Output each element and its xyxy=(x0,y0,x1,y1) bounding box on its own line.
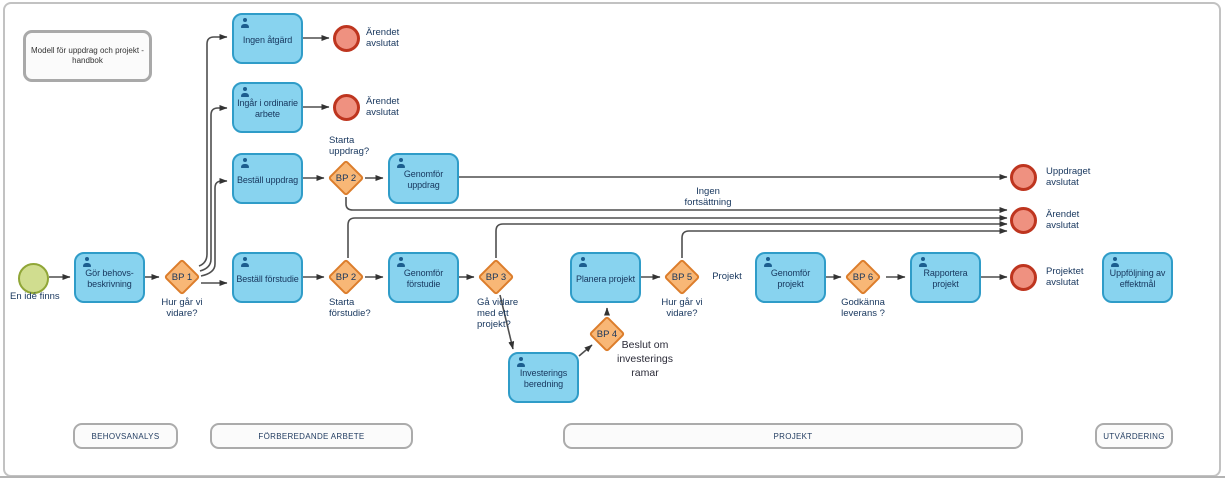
gateway-bp2-uppdrag-question: Starta uppdrag? xyxy=(329,135,370,157)
flow-bp3-to-investering xyxy=(499,294,515,350)
end-event-label: Ärendet avslutat xyxy=(366,96,400,118)
gateway-bp5-question: Hur går vi vidare? xyxy=(661,297,703,319)
person-icon xyxy=(516,357,526,367)
task-genomfor-projekt[interactable]: Genomför projekt xyxy=(755,252,826,303)
task-genomfor-forstudie[interactable]: Genomför förstudie xyxy=(388,252,459,303)
gateway-label: BP 5 xyxy=(671,271,693,283)
task-label: Planera projekt xyxy=(575,273,636,284)
person-icon xyxy=(240,257,250,267)
task-gor-behovsbeskrivning[interactable]: Gör behovs- beskrivning xyxy=(74,252,145,303)
task-genomfor-uppdrag[interactable]: Genomför uppdrag xyxy=(388,153,459,204)
end-event-uppdraget-avslutat[interactable] xyxy=(1009,163,1037,191)
gateway-bp4[interactable]: BP 4 xyxy=(588,315,626,353)
task-label: Genomför projekt xyxy=(770,268,811,289)
person-icon xyxy=(396,158,406,168)
lane-projekt[interactable]: PROJEKT xyxy=(563,423,1023,449)
gateway-label: BP 2 xyxy=(335,271,357,283)
gateway-bp1-question: Hur går vi vidare? xyxy=(161,297,203,319)
end-event-arendet-avslutat-1[interactable] xyxy=(332,24,360,52)
annotation-text: Modell för uppdrag och projekt - handbok xyxy=(31,46,144,65)
gateway-label: BP 4 xyxy=(596,328,618,340)
flow-bp1-to-bestall-uppdrag xyxy=(200,178,228,277)
start-event[interactable] xyxy=(17,262,49,294)
person-icon xyxy=(240,87,250,97)
task-label: Ingår i ordinarie arbete xyxy=(237,98,298,119)
flow-bp5-to-arendet-avslutat xyxy=(681,228,1008,258)
task-bestall-uppdrag[interactable]: Beställ uppdrag xyxy=(232,153,303,204)
person-icon xyxy=(1110,257,1120,267)
task-uppfoljning-effektmal[interactable]: Uppföljning av effektmål xyxy=(1102,252,1173,303)
flow-bp3-to-arendet-avslutat xyxy=(495,221,1008,258)
gateway-bp6[interactable]: BP 6 xyxy=(844,258,882,296)
flow-investering-to-bp4 xyxy=(578,344,593,357)
gateway-label: BP 3 xyxy=(485,271,507,283)
gateway-bp3[interactable]: BP 3 xyxy=(477,258,515,296)
person-icon xyxy=(763,257,773,267)
lane-label: BEHOVSANALYS xyxy=(91,431,160,441)
gateway-label: BP 2 xyxy=(335,172,357,184)
flow-bp2u-to-arendet-avslutat xyxy=(345,197,1008,213)
end-event-label: Uppdraget avslutat xyxy=(1046,166,1091,188)
gateway-label: BP 6 xyxy=(852,271,874,283)
task-ingar-i-ordinarie-arbete[interactable]: Ingår i ordinarie arbete xyxy=(232,82,303,133)
diagram-panel xyxy=(3,2,1221,477)
task-label: Rapportera projekt xyxy=(923,268,968,289)
flow-label-ingen-fortsattning: Ingen fortsättning xyxy=(684,186,732,208)
task-investeringsberedning[interactable]: Investerings beredning xyxy=(508,352,579,403)
task-label: Beställ förstudie xyxy=(236,273,299,284)
person-icon xyxy=(396,257,406,267)
start-event-label: En idé finns xyxy=(10,291,60,302)
lane-behovsanalys[interactable]: BEHOVSANALYS xyxy=(73,423,178,449)
gateway-label: BP 1 xyxy=(171,271,193,283)
task-bestall-forstudie[interactable]: Beställ förstudie xyxy=(232,252,303,303)
task-label: Genomför förstudie xyxy=(403,268,444,289)
lane-utvardering[interactable]: UTVÄRDERING xyxy=(1095,423,1173,449)
gateway-bp3-question: Gå vidare med ett projekt? xyxy=(477,297,519,330)
end-event-arendet-avslutat-2[interactable] xyxy=(332,93,360,121)
flow-bp1-to-ordinarie xyxy=(199,105,228,272)
end-event-projektet-avslutat[interactable] xyxy=(1009,263,1037,291)
lane-forberedande-arbete[interactable]: FÖRBEREDANDE ARBETE xyxy=(210,423,413,449)
task-label: Investerings beredning xyxy=(519,368,568,389)
lane-label: PROJEKT xyxy=(773,431,813,441)
person-icon xyxy=(918,257,928,267)
gateway-bp6-question: Godkänna leverans ? xyxy=(841,297,885,319)
gateway-bp5[interactable]: BP 5 xyxy=(663,258,701,296)
task-label: Beställ uppdrag xyxy=(236,174,299,185)
task-rapportera-projekt[interactable]: Rapportera projekt xyxy=(910,252,981,303)
end-event-label: Ärendet avslutat xyxy=(366,27,400,49)
flow-bp2l-to-arendet-avslutat xyxy=(347,215,1008,258)
flow-label-projekt: Projekt xyxy=(702,271,752,282)
end-event-arendet-avslutat-3[interactable] xyxy=(1009,206,1037,234)
task-label: Uppföljning av effektmål xyxy=(1109,268,1166,289)
person-icon xyxy=(578,257,588,267)
flow-bp1-to-ingen-atgard xyxy=(198,34,228,267)
gateway-bp2-uppdrag[interactable]: BP 2 xyxy=(327,159,365,197)
task-label: Gör behovs- beskrivning xyxy=(85,268,134,289)
annotation-box[interactable]: Modell för uppdrag och projekt - handbok xyxy=(23,30,152,82)
gateway-bp2-forstudie[interactable]: BP 2 xyxy=(327,258,365,296)
person-icon xyxy=(82,257,92,267)
gateway-bp1[interactable]: BP 1 xyxy=(163,258,201,296)
task-ingen-atgard[interactable]: Ingen åtgärd xyxy=(232,13,303,64)
person-icon xyxy=(240,18,250,28)
lane-label: FÖRBEREDANDE ARBETE xyxy=(258,431,365,441)
end-event-label: Projektet avslutat xyxy=(1046,266,1084,288)
end-event-label: Ärendet avslutat xyxy=(1046,209,1080,231)
task-label: Ingen åtgärd xyxy=(242,34,293,45)
person-icon xyxy=(240,158,250,168)
gateway-bp4-question: Beslut om investerings ramar xyxy=(616,339,674,379)
task-label: Genomför uppdrag xyxy=(403,169,444,190)
bottom-divider xyxy=(0,476,1225,478)
gateway-bp2-forstudie-question: Starta förstudie? xyxy=(329,297,371,319)
lane-label: UTVÄRDERING xyxy=(1103,431,1165,441)
task-planera-projekt[interactable]: Planera projekt xyxy=(570,252,641,303)
